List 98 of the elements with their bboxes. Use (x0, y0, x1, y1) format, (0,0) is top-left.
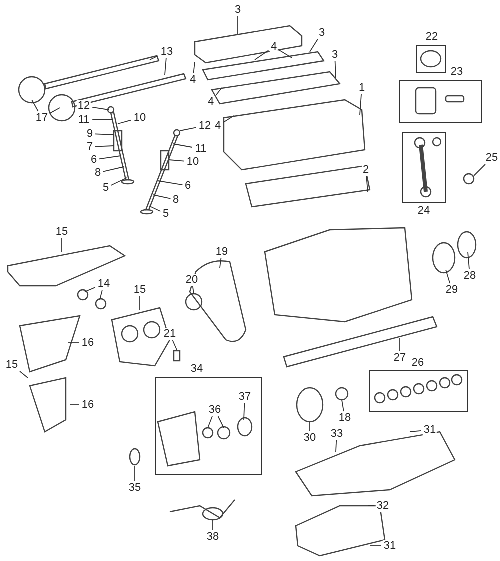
leader-line (254, 50, 270, 60)
leader-line (98, 156, 122, 160)
leader-line (180, 127, 197, 132)
callout-number: 4 (270, 41, 278, 53)
leader-line (134, 466, 136, 482)
callout-number: 5 (162, 208, 170, 220)
leader-line (410, 430, 422, 432)
leader-line (100, 290, 103, 300)
leader-line (118, 120, 132, 124)
callout-number: 16 (80, 337, 96, 349)
leader-line (150, 56, 159, 60)
callout-number: 28 (462, 270, 478, 282)
leader-line (148, 206, 162, 212)
callout-number: 4 (214, 120, 222, 132)
leader-line (168, 160, 185, 162)
callout-number: 8 (172, 194, 180, 206)
leader-line (244, 403, 246, 420)
leader-line (94, 146, 114, 148)
callout-number: 31 (382, 540, 398, 552)
leader-line (446, 270, 451, 284)
leader-line (193, 62, 196, 74)
group-heading: 23 (450, 66, 464, 78)
callout-number: 2 (362, 164, 370, 176)
callout-number: 9 (86, 128, 94, 140)
callout-number: 8 (94, 167, 102, 179)
callout-number: 37 (238, 391, 252, 403)
leader-line (310, 39, 318, 52)
leader-line (342, 400, 344, 412)
callout-number: 35 (128, 482, 142, 494)
callout-number: 14 (96, 278, 112, 290)
leader-line (208, 416, 213, 428)
callout-number: 10 (186, 156, 200, 168)
callout-number: 5 (102, 182, 110, 194)
callout-number: 36 (208, 404, 222, 416)
callout-number: 30 (302, 432, 318, 444)
callout-number: 3 (318, 27, 326, 39)
leader-line (110, 178, 128, 186)
leader-line (164, 58, 167, 76)
callout-number: 38 (206, 531, 220, 543)
callout-number: 31 (422, 424, 438, 436)
callout-number: 11 (194, 143, 208, 155)
group-heading: 34 (190, 363, 204, 375)
callout-number: 20 (184, 274, 200, 286)
callout-number: 15 (4, 359, 20, 371)
leader-line (68, 342, 80, 344)
callout-number: 32 (376, 500, 390, 512)
leader-line (20, 371, 28, 378)
leader-line (102, 166, 124, 172)
callout-number: 6 (90, 154, 98, 166)
callout-number: 6 (184, 180, 192, 192)
leader-line (32, 100, 39, 112)
callout-number: 25 (484, 152, 500, 164)
leader-line (218, 416, 224, 428)
callout-number: 27 (392, 352, 408, 364)
callout-number: 15 (54, 226, 70, 238)
leader-line (158, 180, 184, 186)
callout-number: 16 (80, 399, 96, 411)
leader-line (334, 61, 336, 78)
callout-number: 19 (214, 246, 230, 258)
leader-line (222, 116, 234, 124)
leader-line (70, 404, 80, 406)
callout-number: 15 (132, 284, 148, 296)
leader-line (366, 176, 368, 192)
leader-line (84, 287, 96, 292)
leader-line (50, 108, 60, 114)
leader-line (94, 134, 114, 136)
callout-number: 12 (198, 120, 212, 132)
group-heading: 26 (410, 357, 426, 369)
leader-line (212, 520, 214, 531)
leader-line (360, 94, 362, 116)
callout-number: 3 (330, 49, 340, 61)
leader-line (92, 106, 110, 110)
callout-number: 11 (77, 114, 91, 126)
callout-number: 29 (444, 284, 460, 296)
callout-number: 12 (76, 100, 92, 112)
leader-line (216, 88, 222, 96)
leader-line (220, 258, 222, 268)
leader-line (172, 340, 178, 350)
callout-number: 13 (160, 46, 174, 58)
callout-number: 33 (330, 428, 344, 440)
callout-number: 4 (206, 96, 216, 108)
callout-number: 18 (338, 412, 352, 424)
callout-number: 3 (234, 4, 242, 16)
callout-number: 10 (132, 112, 148, 124)
callout-number: 21 (162, 328, 178, 340)
group-heading: 22 (424, 31, 440, 43)
leader-line (278, 50, 292, 58)
callout-number: 7 (86, 141, 94, 153)
leader-line (152, 194, 172, 200)
callout-number: 1 (358, 82, 366, 94)
group-heading: 24 (416, 205, 432, 217)
callout-number: 17 (34, 112, 50, 124)
leader-line (468, 252, 470, 270)
leader-line (172, 144, 193, 148)
leader-line (192, 286, 194, 294)
callout-number: 4 (188, 74, 198, 86)
leader-line (474, 164, 486, 176)
leader-line (336, 440, 338, 452)
